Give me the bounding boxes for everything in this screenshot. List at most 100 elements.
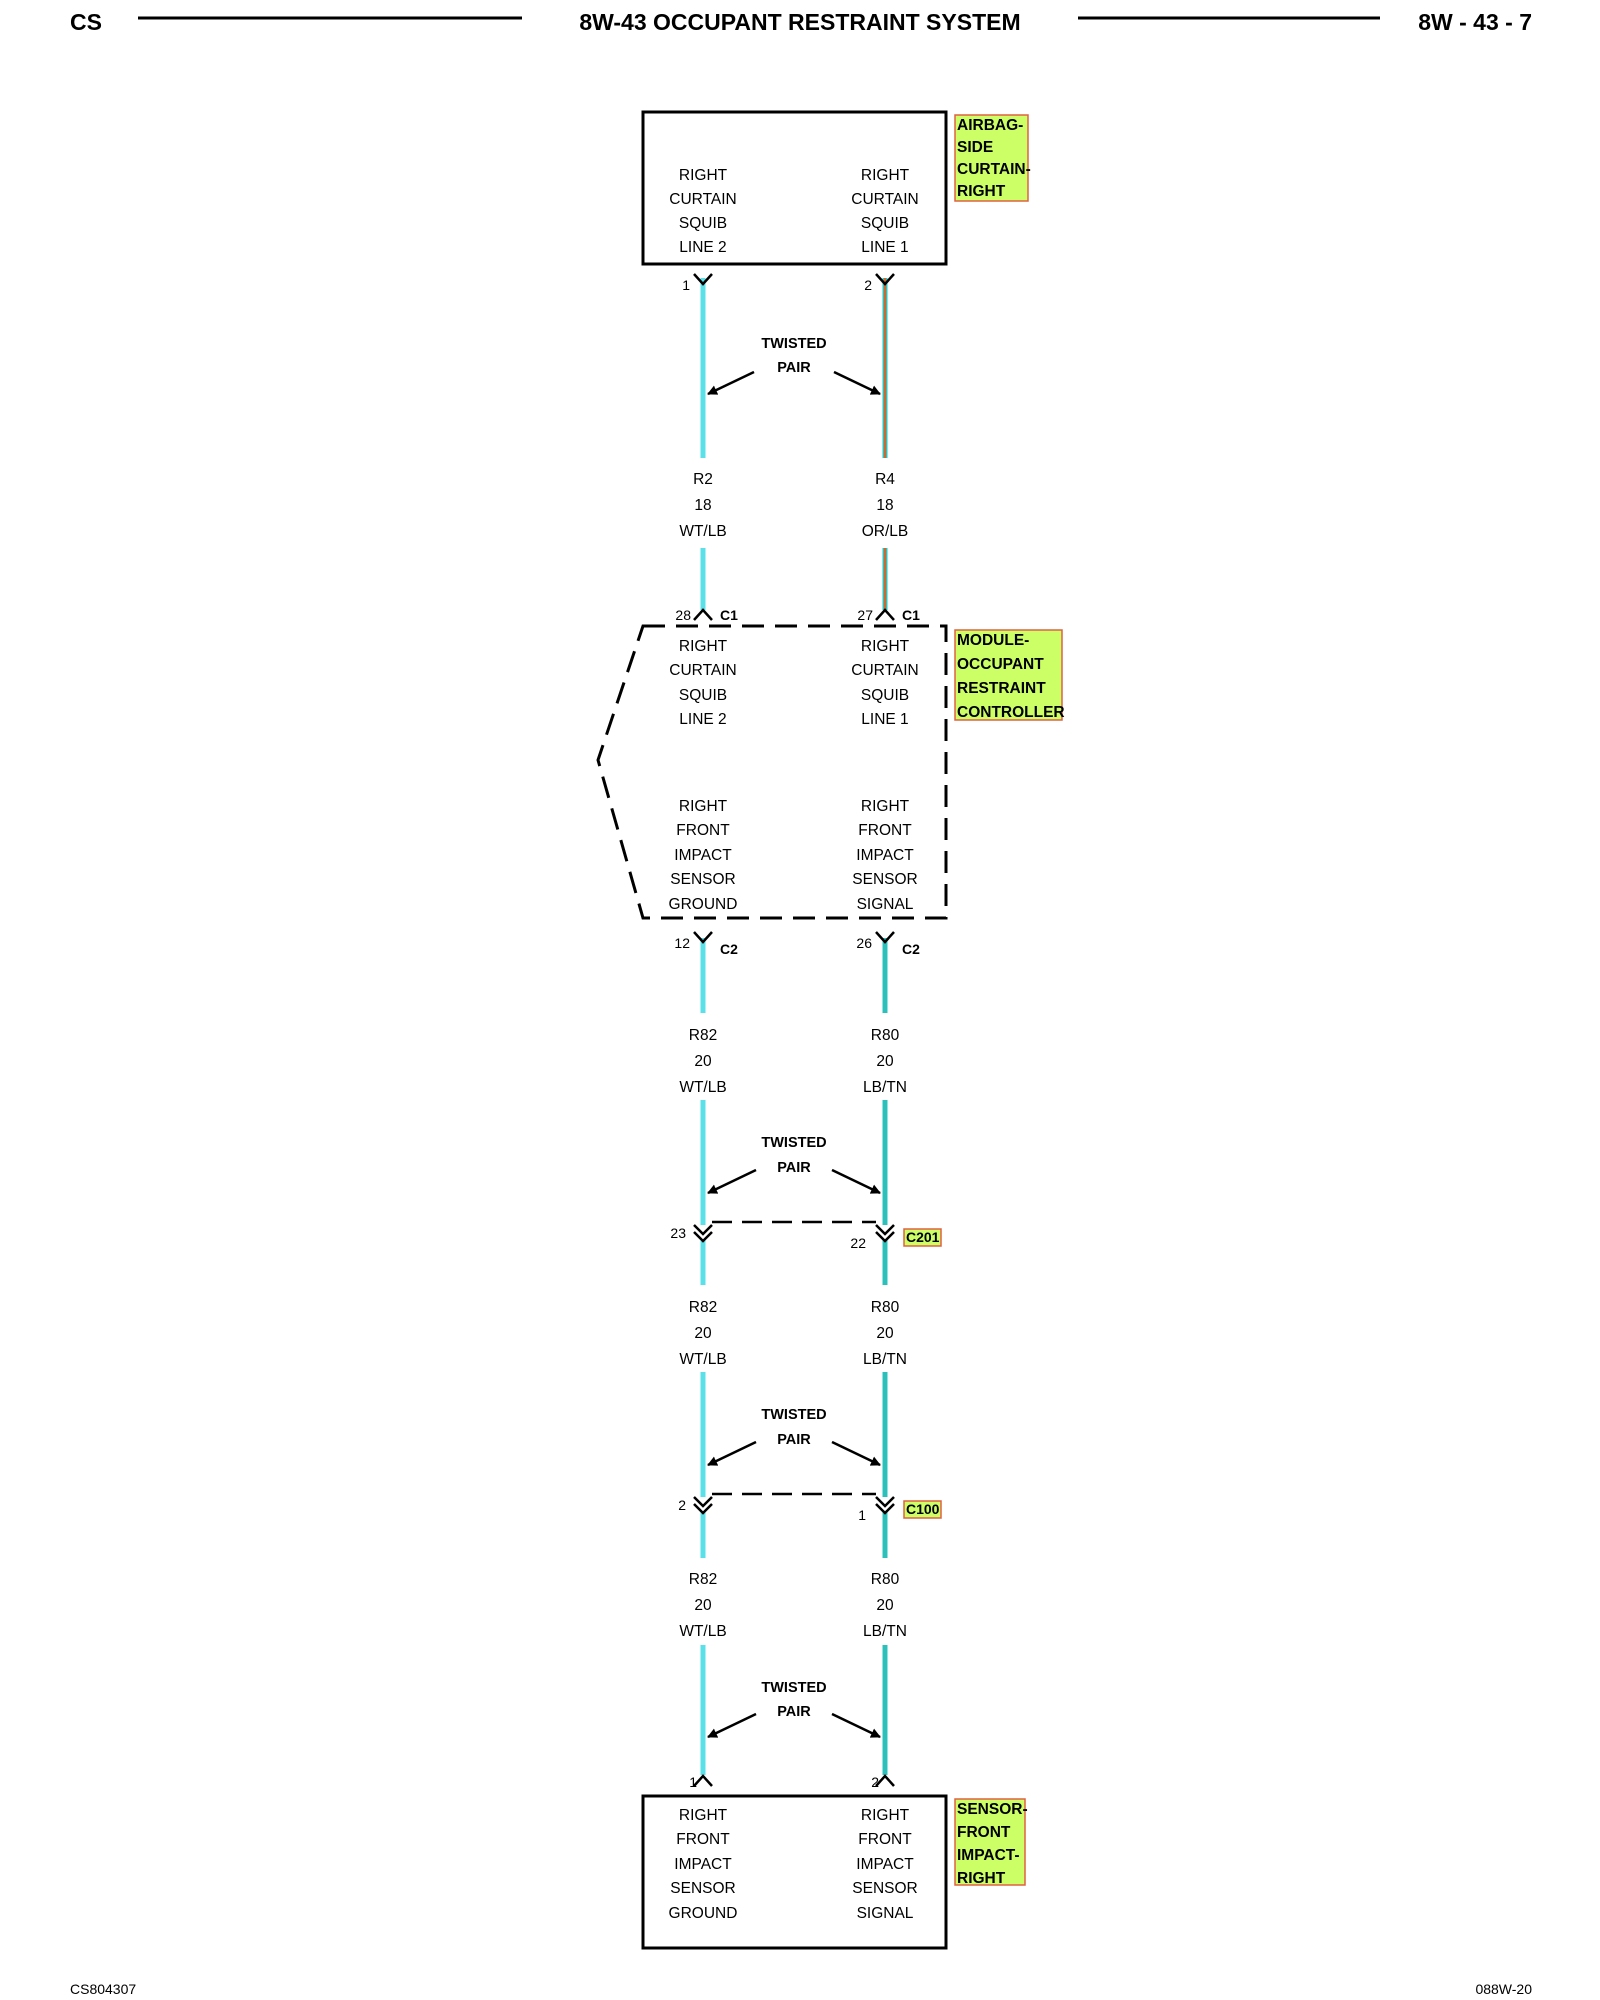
c201-tag-label: C201: [906, 1229, 940, 1245]
sensor-right-label-3: IMPACT: [856, 1856, 914, 1873]
c201-right-chevron-1: [875, 1224, 895, 1236]
seg4-left-circuit: R82: [689, 1571, 717, 1588]
header-left: CS: [70, 9, 102, 35]
airbag-pins: 1 2: [682, 273, 895, 293]
controller-tag-line-1: MODULE-: [957, 632, 1029, 649]
airbag-pin-2-num: 2: [864, 277, 872, 293]
airbag-box: [641, 110, 948, 266]
twisted-pair-1-arrow-left: [707, 370, 755, 396]
ctrl-ul-1: RIGHT: [679, 638, 728, 655]
ctrl-ul-3: SQUIB: [679, 687, 727, 704]
sensor-pin-1-chevron: [693, 1774, 713, 1787]
seg3-left-color: WT/LB: [679, 1351, 726, 1368]
c100-left-chevron-1: [693, 1496, 713, 1508]
ctrl-ll-1: RIGHT: [679, 798, 728, 815]
sensor-tag-line-2: FRONT: [957, 1824, 1011, 1841]
c201-tag: [903, 1228, 942, 1247]
c201-right-chevron-2: [875, 1231, 895, 1243]
ctrl-ll-4: SENSOR: [670, 871, 735, 888]
sensor-pin-2-chevron: [875, 1774, 895, 1787]
ctrl-ul-2: CURTAIN: [669, 662, 736, 679]
c1-label-left: C1: [720, 607, 738, 623]
controller-outline: [596, 624, 948, 920]
twisted-pair-2: TWISTED PAIR: [707, 1135, 881, 1195]
seg3-left-circuit: R82: [689, 1299, 717, 1316]
ctrl-ur-4: LINE 1: [861, 711, 908, 728]
twisted-pair-1-arrow-right: [833, 370, 881, 396]
seg4-right-circuit: R80: [871, 1571, 900, 1588]
seg3-left-gauge: 20: [694, 1325, 712, 1342]
wire-r4-gauge: 18: [876, 497, 893, 514]
connector-c201[interactable]: 23 22 C201: [670, 1220, 942, 1251]
wire-r4-color: OR/LB: [862, 523, 909, 540]
connector-c100[interactable]: 2 1 C100: [678, 1492, 942, 1523]
airbag-right-label-2: CURTAIN: [851, 191, 918, 208]
wire-labels-seg2: R82 20 WT/LB R80 20 LB/TN: [679, 1027, 907, 1096]
ctrl-ur-1: RIGHT: [861, 638, 910, 655]
sensor-pin-2-num: 2: [871, 1774, 879, 1790]
occupant-restraint-controller[interactable]: RIGHT CURTAIN SQUIB LINE 2 RIGHT CURTAIN…: [596, 624, 1065, 920]
ctrl-ur-2: CURTAIN: [851, 662, 918, 679]
wire-r2-circuit: R2: [693, 471, 713, 488]
controller-tag-line-2: OCCUPANT: [957, 656, 1044, 673]
sensor-front-impact-right[interactable]: RIGHT FRONT IMPACT SENSOR GROUND RIGHT F…: [641, 1794, 1028, 1950]
twisted-pair-1-line-2: PAIR: [777, 360, 811, 376]
c2-label-left: C2: [720, 941, 738, 957]
airbag-tag-line-2: SIDE: [957, 139, 993, 156]
sensor-right-label-4: SENSOR: [852, 1880, 917, 1897]
c201-pin-23: 23: [670, 1225, 686, 1241]
c201-left-chevron-2: [693, 1231, 713, 1243]
airbag-left-label-3: SQUIB: [679, 215, 727, 232]
controller-tag: [954, 629, 1063, 721]
seg3-right-circuit: R80: [871, 1299, 900, 1316]
sensor-left-label-3: IMPACT: [674, 1856, 732, 1873]
ctrl-ll-2: FRONT: [676, 822, 730, 839]
c100-pin-2: 2: [678, 1497, 686, 1513]
c100-tag: [903, 1500, 942, 1519]
twisted-pair-4-arrow-left: [707, 1712, 757, 1739]
wire-r4-circuit: R4: [875, 471, 895, 488]
c2-pin-26-chevron: [875, 931, 895, 944]
twisted-pair-4-line-1: TWISTED: [761, 1680, 826, 1696]
seg2-right-gauge: 20: [876, 1053, 894, 1070]
sensor-right-label-1: RIGHT: [861, 1807, 910, 1824]
seg4-left-gauge: 20: [694, 1597, 712, 1614]
seg2-left-circuit: R82: [689, 1027, 717, 1044]
seg4-right-color: LB/TN: [863, 1623, 907, 1640]
twisted-pair-1-line-1: TWISTED: [761, 336, 826, 352]
ctrl-lr-5: SIGNAL: [857, 896, 914, 913]
ctrl-lr-2: FRONT: [858, 822, 912, 839]
sensor-tag: [954, 1798, 1026, 1886]
twisted-pair-4-arrow-right: [831, 1712, 881, 1739]
controller-tag-line-4: CONTROLLER: [957, 704, 1065, 721]
airbag-left-label-4: LINE 2: [679, 239, 726, 256]
airbag-right-label-1: RIGHT: [861, 167, 910, 184]
ctrl-ul-4: LINE 2: [679, 711, 726, 728]
airbag-tag-line-1: AIRBAG-: [957, 117, 1023, 134]
c2-pin-12-chevron: [693, 931, 713, 944]
header-right: 8W - 43 - 7: [1418, 9, 1532, 35]
sensor-right-label-5: SIGNAL: [857, 1905, 914, 1922]
airbag-side-curtain-right[interactable]: RIGHT CURTAIN SQUIB LINE 2 RIGHT CURTAIN…: [641, 110, 1031, 266]
sensor-left-label-1: RIGHT: [679, 1807, 728, 1824]
twisted-pair-3-arrow-left: [707, 1440, 757, 1467]
seg4-right-gauge: 20: [876, 1597, 894, 1614]
c1-label-right: C1: [902, 607, 920, 623]
footer-left: CS804307: [70, 1981, 136, 1997]
c201-left-chevron-1: [693, 1224, 713, 1236]
sensor-left-label-4: SENSOR: [670, 1880, 735, 1897]
c2-label-right: C2: [902, 941, 920, 957]
c100-right-chevron-1: [875, 1496, 895, 1508]
ctrl-lr-4: SENSOR: [852, 871, 917, 888]
sensor-tag-line-4: RIGHT: [957, 1870, 1006, 1887]
twisted-pair-4: TWISTED PAIR: [707, 1680, 881, 1739]
sensor-tag-line-1: SENSOR-: [957, 1801, 1028, 1818]
twisted-pair-2-line-1: TWISTED: [761, 1135, 826, 1151]
c1-pin-28-num: 28: [675, 607, 691, 623]
controller-c2-pins: 12 C2 26 C2: [674, 931, 920, 957]
page-header: CS 8W-43 OCCUPANT RESTRAINT SYSTEM 8W - …: [70, 9, 1532, 35]
ctrl-lr-3: IMPACT: [856, 847, 914, 864]
airbag-pin-1-chevron: [693, 273, 713, 286]
c1-pin-27-chevron: [875, 608, 895, 621]
seg2-left-gauge: 20: [694, 1053, 712, 1070]
